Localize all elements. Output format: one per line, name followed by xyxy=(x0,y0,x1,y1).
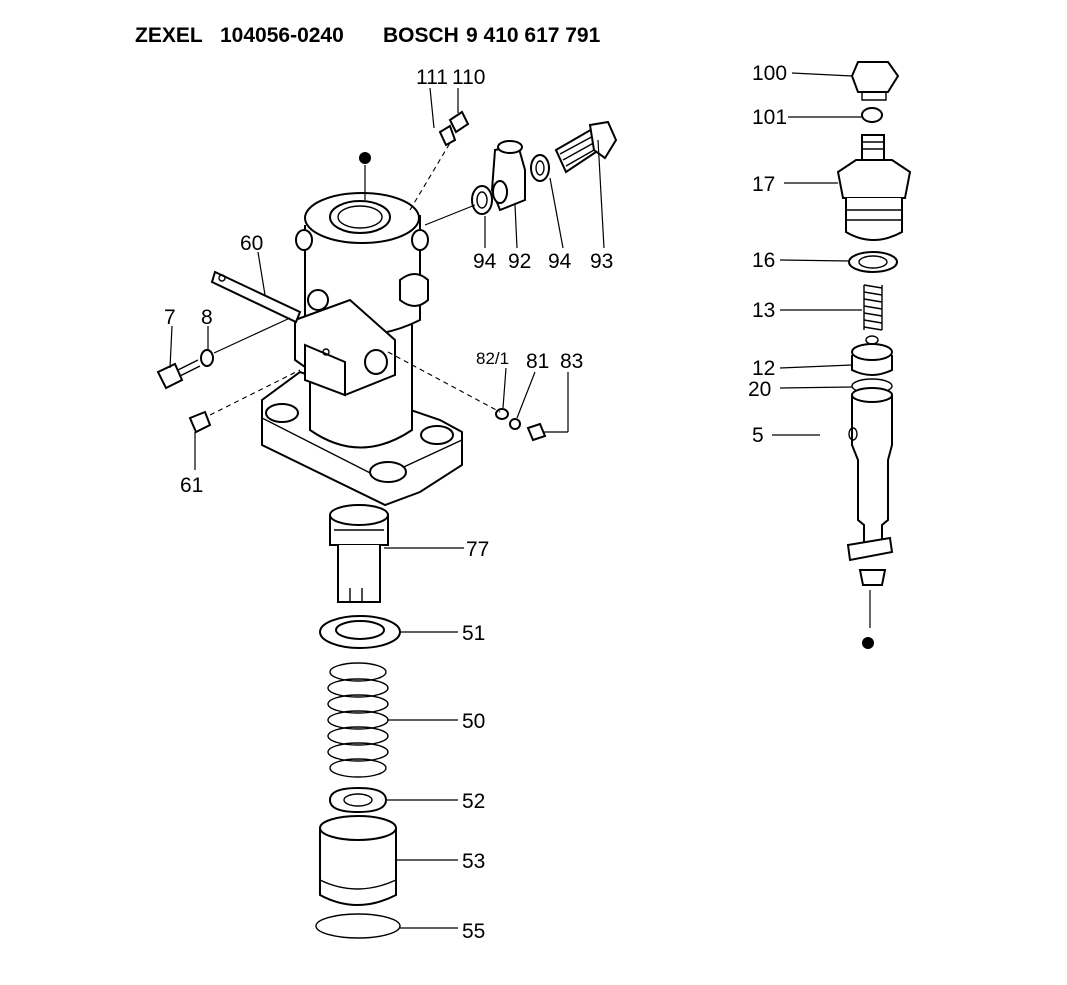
tappet-53 xyxy=(319,815,397,906)
stop-screw-assembly xyxy=(387,351,547,442)
label-61: 61 xyxy=(180,474,203,497)
label-17: 17 xyxy=(752,173,775,196)
spring-seat-52 xyxy=(328,786,388,814)
spring-seat-51 xyxy=(319,615,401,649)
plunger-barrel-5 xyxy=(846,387,894,586)
bleed-screw-110 xyxy=(438,110,470,147)
control-sleeve-77 xyxy=(329,504,389,603)
gasket-16 xyxy=(848,251,898,273)
label-50: 50 xyxy=(462,710,485,733)
pump-housing xyxy=(261,192,463,507)
delivery-valve-12 xyxy=(851,335,893,376)
label-83: 83 xyxy=(560,350,583,373)
label-94-left: 94 xyxy=(473,250,497,273)
label-12: 12 xyxy=(752,357,775,380)
label-110: 110 xyxy=(452,66,485,89)
control-lever-60 xyxy=(210,270,302,324)
screw-61 xyxy=(188,369,301,434)
washer-101 xyxy=(861,107,883,123)
label-51: 51 xyxy=(462,622,485,645)
valve-spring-13 xyxy=(863,284,883,331)
delivery-valve-holder-17 xyxy=(836,134,912,241)
label-13: 13 xyxy=(752,299,775,322)
banjo-fitting-assembly xyxy=(471,120,618,215)
plunger-spring-50 xyxy=(327,662,389,778)
label-101: 101 xyxy=(752,106,787,129)
label-100: 100 xyxy=(752,62,787,85)
label-53: 53 xyxy=(462,850,485,873)
label-55: 55 xyxy=(462,920,485,943)
header-code-zexel: 104056-0240 xyxy=(220,24,344,47)
label-20: 20 xyxy=(748,378,771,401)
label-111: 111 xyxy=(416,66,448,89)
label-82-1: 82/1 xyxy=(476,349,509,368)
header-brand-bosch: BOSCH xyxy=(383,24,459,47)
label-8: 8 xyxy=(201,306,213,329)
header-brand-zexel: ZEXEL xyxy=(135,24,203,47)
label-5: 5 xyxy=(752,424,764,447)
header-code-bosch: 9 410 617 791 xyxy=(466,24,601,47)
label-77: 77 xyxy=(466,538,489,561)
washer-8 xyxy=(200,349,214,367)
label-60: 60 xyxy=(240,232,263,255)
label-7: 7 xyxy=(164,306,176,329)
valve-holder-nut-100 xyxy=(850,61,900,101)
snap-ring-55 xyxy=(315,913,401,939)
label-52: 52 xyxy=(462,790,485,813)
label-93: 93 xyxy=(590,250,613,273)
label-16: 16 xyxy=(752,249,775,272)
reference-dot-bottom xyxy=(862,637,874,649)
label-94-right: 94 xyxy=(548,250,572,273)
label-81: 81 xyxy=(526,350,549,373)
reference-dot-top xyxy=(359,152,371,164)
label-92: 92 xyxy=(508,250,531,273)
screw-7 xyxy=(156,359,201,390)
